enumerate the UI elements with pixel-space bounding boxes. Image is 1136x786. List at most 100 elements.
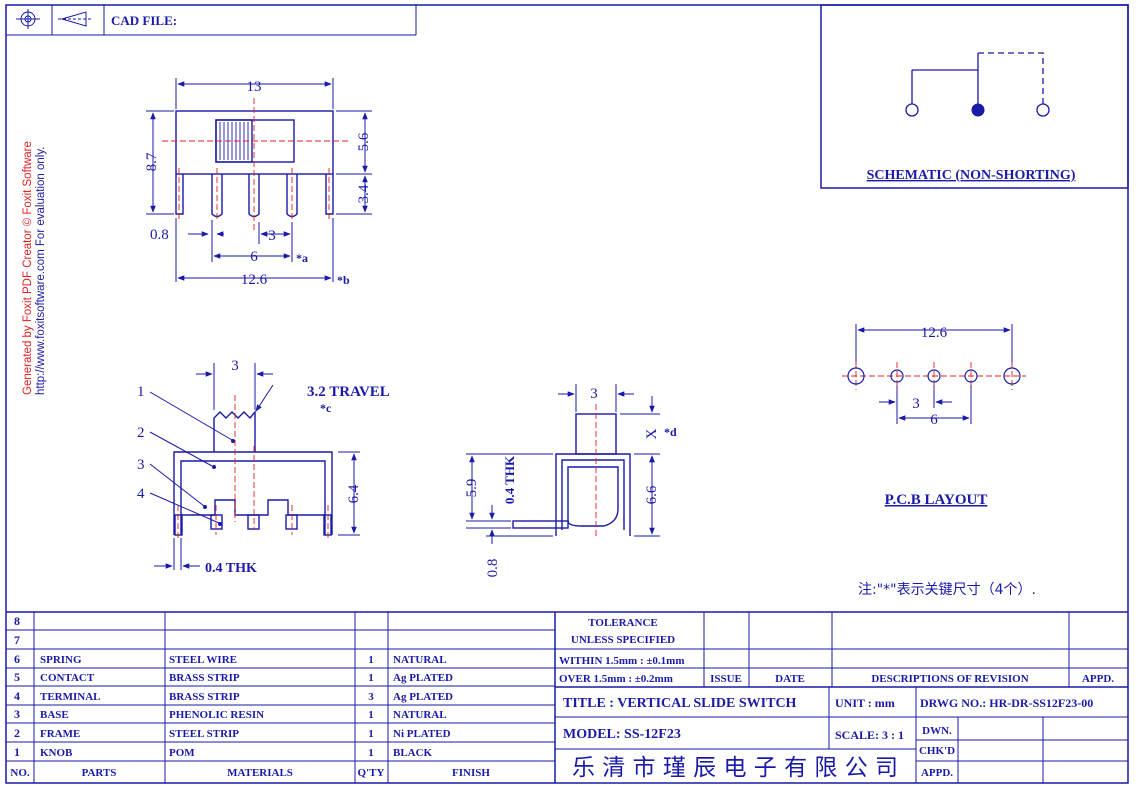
dim-height: 6.4: [346, 484, 362, 503]
projection-symbol-icon: [16, 9, 92, 29]
dim-pin: 3.4: [356, 184, 372, 203]
dim-body: 5.6: [356, 132, 372, 151]
schematic-title: SCHEMATIC (NON-SHORTING): [867, 168, 1076, 183]
svg-text:8: 8: [14, 614, 20, 628]
table-row: 4 TERMINAL BRASS STRIP 3 Ag PLATED: [14, 689, 453, 703]
table-row: 1 KNOB POM 1 BLACK: [14, 745, 433, 759]
dim-knob: 3: [231, 358, 239, 374]
dim-width: 13: [247, 79, 262, 95]
svg-text:APPD.: APPD.: [1082, 673, 1114, 685]
svg-text:7: 7: [14, 633, 20, 647]
svg-text:BRASS STRIP: BRASS STRIP: [169, 691, 240, 703]
side-dim-thk: 0.4 THK: [502, 455, 517, 504]
drawing-frame: [5, 4, 1129, 784]
callout-1: 1: [137, 384, 145, 400]
drawing-number: DRWG NO.: HR-DR-SS12F23-00: [920, 696, 1093, 710]
svg-text:FRAME: FRAME: [40, 728, 80, 740]
pcb-dim-pitch: 3: [912, 396, 920, 412]
dim-pitch: 3: [268, 228, 276, 244]
svg-text:ISSUE: ISSUE: [710, 673, 742, 685]
table-row: 8: [14, 614, 20, 628]
svg-text:NO.: NO.: [10, 767, 30, 779]
svg-text:DATE: DATE: [775, 673, 805, 685]
side-dim-66: 6.6: [644, 485, 660, 504]
svg-text:Ag PLATED: Ag PLATED: [393, 691, 453, 703]
svg-text:WITHIN 1.5mm : ±0.1mm: WITHIN 1.5mm : ±0.1mm: [559, 655, 685, 667]
svg-text:1: 1: [368, 709, 374, 721]
svg-text:Generated by Foxit PDF Creator: Generated by Foxit PDF Creator © Foxit S…: [22, 141, 34, 395]
scale-label: SCALE: 3 : 1: [835, 728, 904, 742]
svg-text:KNOB: KNOB: [40, 747, 73, 759]
svg-text:DESCRIPTIONS OF REVISION: DESCRIPTIONS OF REVISION: [871, 673, 1028, 685]
drawing-title: TITLE : VERTICAL SLIDE SWITCH: [563, 696, 797, 711]
dim-span-a: 6: [250, 249, 258, 265]
callout-3: 3: [137, 457, 145, 473]
key-dimension-note: 注:"*"表示关键尺寸（4个）.: [858, 582, 1036, 598]
svg-text:1: 1: [368, 654, 374, 666]
watermark: Generated by Foxit PDF Creator © Foxit S…: [22, 141, 47, 395]
dim-pin-width: 0.8: [150, 227, 169, 243]
svg-text:1: 1: [368, 672, 374, 684]
revision-header: ISSUE DATE DESCRIPTIONS OF REVISION APPD…: [710, 673, 1114, 685]
svg-text:3: 3: [14, 707, 20, 721]
svg-text:STEEL WIRE: STEEL WIRE: [169, 654, 237, 666]
tolerance-block: TOLERANCE UNLESS SPECIFIED WITHIN 1.5mm …: [559, 617, 685, 685]
chkd-label: CHK'D: [919, 745, 955, 757]
model-label: MODEL: SS-12F23: [563, 727, 681, 742]
table-row: 2 FRAME STEEL STRIP 1 Ni PLATED: [14, 726, 451, 740]
pcb-layout: 12.6 3 6 P.C.B LAYOUT: [842, 324, 1026, 508]
mark-d: *d: [664, 425, 677, 439]
svg-text:SPRING: SPRING: [40, 654, 82, 666]
front-view: 3 3.2 TRAVEL *c 1 2 3 4 6.4 0.4 THK: [137, 358, 390, 576]
svg-text:CONTACT: CONTACT: [40, 672, 95, 684]
dim-height-total: 8.7: [144, 152, 160, 171]
svg-text:UNLESS SPECIFIED: UNLESS SPECIFIED: [571, 634, 675, 646]
table-header: NO. PARTS MATERIALS Q'TY FINISH: [10, 767, 490, 779]
svg-text:STEEL STRIP: STEEL STRIP: [169, 728, 239, 740]
svg-text:FINISH: FINISH: [452, 767, 490, 779]
svg-text:NATURAL: NATURAL: [393, 709, 447, 721]
svg-text:PHENOLIC RESIN: PHENOLIC RESIN: [169, 709, 264, 721]
side-dim-top: 3: [590, 386, 598, 402]
top-view: 13 8.7 5.6 3.4 0.8 3 6 *a 12.6 *b: [144, 78, 372, 288]
side-view: 3 X *d 5.9 0.4 THK 6.6 0.8: [464, 384, 677, 577]
svg-text:TOLERANCE: TOLERANCE: [588, 617, 657, 629]
appd-label: APPD.: [921, 767, 953, 779]
svg-text:http://www.foxitsoftware.com: http://www.foxitsoftware.com For evaluat…: [35, 147, 47, 395]
company-name: 乐 清 市 瑾 辰 电 子 有 限 公 司: [572, 755, 898, 781]
mark-a: *a: [296, 251, 308, 265]
svg-text:2: 2: [14, 726, 20, 740]
common-terminal-icon: [971, 103, 985, 117]
travel-label: 3.2 TRAVEL: [307, 384, 390, 400]
callout-2: 2: [137, 425, 145, 441]
svg-text:OVER 1.5mm : ±0.2mm: OVER 1.5mm : ±0.2mm: [559, 673, 673, 685]
thk-label: 0.4 THK: [205, 561, 257, 576]
svg-text:3: 3: [368, 691, 374, 703]
table-row: 6 SPRING STEEL WIRE 1 NATURAL: [14, 652, 447, 666]
svg-text:PARTS: PARTS: [82, 767, 117, 779]
side-dim-59: 5.9: [464, 479, 480, 498]
svg-text:NATURAL: NATURAL: [393, 654, 447, 666]
svg-text:1: 1: [368, 747, 374, 759]
svg-text:1: 1: [14, 745, 20, 759]
title-block: TITLE : VERTICAL SLIDE SWITCH UNIT : mm …: [563, 696, 1093, 781]
bom-table: 8 7 6 SPRING STEEL WIRE 1 NATURAL 5 CONT…: [10, 614, 490, 779]
svg-text:4: 4: [14, 689, 20, 703]
svg-text:MATERIALS: MATERIALS: [227, 767, 293, 779]
unit-label: UNIT : mm: [835, 696, 895, 710]
side-dim-08: 0.8: [485, 559, 501, 578]
svg-text:5: 5: [14, 670, 20, 684]
title-block-grid: [6, 611, 1128, 783]
dim-span-b: 12.6: [241, 272, 268, 288]
svg-text:POM: POM: [169, 747, 195, 759]
svg-text:BLACK: BLACK: [393, 747, 433, 759]
svg-text:Ni PLATED: Ni PLATED: [393, 728, 451, 740]
mark-b: *b: [337, 273, 350, 287]
cad-file-label: CAD FILE:: [111, 13, 177, 28]
mark-c: *c: [320, 401, 332, 415]
svg-text:BRASS STRIP: BRASS STRIP: [169, 672, 240, 684]
svg-text:Q'TY: Q'TY: [358, 767, 385, 779]
svg-text:1: 1: [368, 728, 374, 740]
pcb-dim-span-6: 6: [930, 412, 938, 428]
svg-text:BASE: BASE: [40, 709, 69, 721]
